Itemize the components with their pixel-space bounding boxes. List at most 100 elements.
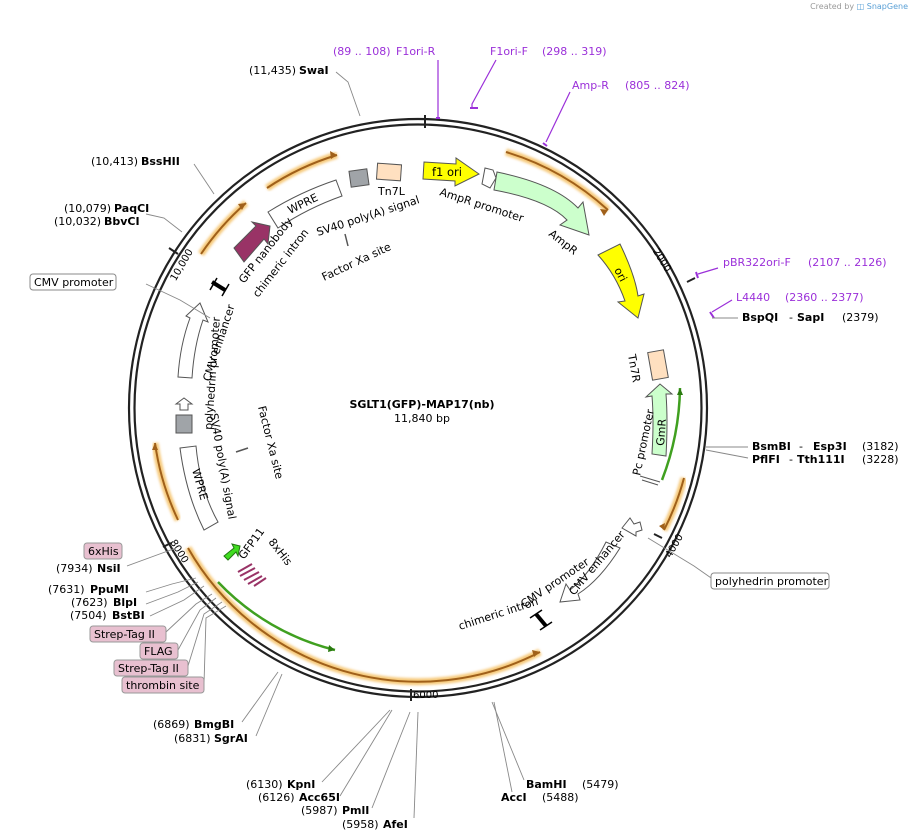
gmr-label: GmR <box>654 418 669 446</box>
his-tag-mark-2 <box>239 567 256 577</box>
tag-strep-1: Strep-Tag II <box>89 625 167 643</box>
leader-cmv-promoter <box>145 283 211 319</box>
primer-leader-pbr322ori-f <box>697 267 719 275</box>
his-tag-mark-5 <box>253 577 267 587</box>
tick-label-2000: 2000 <box>650 247 673 274</box>
cmv-enhancer-left-arrow <box>177 302 209 379</box>
site-swai-pos: (11,435) <box>249 64 296 77</box>
primer-arrows <box>436 107 715 319</box>
f1-ori-arrow <box>422 157 480 187</box>
orf-arrowhead-6 <box>532 650 540 657</box>
tag-thrombin-box <box>121 676 205 694</box>
primer-f1ori-f-name: F1ori-F <box>490 45 528 58</box>
plasmid-size: 11,840 bp <box>394 412 450 425</box>
site-paqci-pos: (10,079) <box>64 202 111 215</box>
tag-flag-label: FLAG <box>144 645 173 658</box>
primer-arrow-l4440 <box>709 311 715 319</box>
chimeric-intron-top-cap-1 <box>209 277 218 291</box>
tick-8000 <box>162 542 172 548</box>
leader-ppumi <box>145 577 197 593</box>
site-bsmbi-sep: - <box>799 440 803 453</box>
site-kpni-name: KpnI <box>287 778 315 791</box>
orf-arrowhead-green-1 <box>677 388 683 395</box>
tag-strep-1-label: Strep-Tag II <box>94 628 155 641</box>
site-bmgbi-name: BmgBI <box>194 718 234 731</box>
cmv-enhancer-right-arrow <box>559 541 621 603</box>
site-acci-name: AccI <box>501 791 527 804</box>
site-pflfi-pos: (3228) <box>862 453 899 466</box>
site-ppumi-pos: (7631) <box>48 583 85 596</box>
site-bbvci-pos: (10,032) <box>54 215 101 228</box>
leader-acc65i <box>339 709 393 797</box>
tn7r-box <box>647 349 669 381</box>
chimeric-intron-right-cap-2 <box>539 621 553 631</box>
site-bspqi-pos: (2379) <box>842 311 879 324</box>
chimeric-intron-top-cap-2 <box>221 283 230 297</box>
primer-l4440-name: L4440 <box>736 291 770 304</box>
gfp11-label: GFP11 <box>236 525 267 561</box>
site-bsshii-name: BssHII <box>141 155 180 168</box>
site-swai-name: SwaI <box>299 64 329 77</box>
site-blpi-pos: (7623) <box>71 596 108 609</box>
sv40-left-label: SV40 poly(A) signal <box>207 412 238 520</box>
boxed-cmv-promoter-label: CMV promoter <box>34 276 114 289</box>
primer-leader-amp-r <box>545 91 571 143</box>
wpre-top-box <box>267 179 343 229</box>
snapgene-logo-icon: ◫ <box>856 2 865 11</box>
site-nsii-pos: (7934) <box>56 562 93 575</box>
chimeric-intron-right-label: chimeric intron <box>457 595 540 633</box>
orf-arrowhead-1 <box>330 151 337 159</box>
leader-bsshii <box>193 163 215 195</box>
backbone-inner-ring <box>133 123 703 693</box>
his-tag-mark-3 <box>243 571 260 581</box>
leader-acci <box>493 701 513 793</box>
primer-pbr322ori-f-range: (2107 .. 2126) <box>808 256 887 269</box>
primer-l4440-range: (2360 .. 2377) <box>785 291 864 304</box>
site-pflfi-sep: - <box>789 453 793 466</box>
his-tag-mark-4 <box>247 575 263 585</box>
primer-leader-l4440 <box>711 299 733 313</box>
leader-bstbi <box>149 585 205 617</box>
primer-arrow-pbr322ori-f <box>695 271 699 279</box>
factor-xa-left-label: Factor Xa site <box>255 405 286 481</box>
orf-arcs <box>151 148 688 686</box>
backbone-outer-ring <box>127 117 709 699</box>
factor-xa-top-mark <box>344 233 349 247</box>
tag-thrombin: thrombin site <box>121 676 205 694</box>
sv40-top-box <box>348 168 370 188</box>
f1-ori-label: f1 ori <box>432 165 462 179</box>
boxed-polyhedrin-promoter-box <box>710 572 830 590</box>
site-bspqi-sep: - <box>789 311 793 324</box>
his-tag-mark-1 <box>237 563 253 573</box>
orf-arrowheads <box>152 151 683 657</box>
tag-flag: FLAG <box>139 642 179 660</box>
primer-f1ori-r-range: (89 .. 108) <box>333 45 391 58</box>
tick-4000 <box>653 533 663 539</box>
ampr-promoter-arrow <box>481 167 497 189</box>
primer-f1ori-r-name: F1ori-R <box>396 45 436 58</box>
leader-afei <box>413 711 419 819</box>
site-kpni-pos: (6130) <box>246 778 283 791</box>
ampr-arrow <box>493 171 590 236</box>
orf-arc-bottom-green <box>217 581 336 652</box>
site-afei-name: AfeI <box>383 818 408 831</box>
boxed-cmv-promoter: CMV promoter <box>29 273 117 291</box>
site-sgrai-pos: (6831) <box>174 732 211 745</box>
gfp11-arrow <box>223 543 241 561</box>
site-bmgbi-pos: (6869) <box>153 718 190 731</box>
site-bamhi-pos: (5479) <box>582 778 619 791</box>
primer-leaders <box>437 59 733 313</box>
tick-10000 <box>168 247 179 255</box>
orf-arrowhead-3 <box>600 209 608 216</box>
orf-arrowhead-5 <box>659 523 665 530</box>
tick-2000 <box>686 277 696 283</box>
orf-arrowhead-4 <box>152 443 158 450</box>
site-bstbi-pos: (7504) <box>70 609 107 622</box>
tag-6xhis-label: 6xHis <box>88 545 119 558</box>
site-bamhi-name: BamHI <box>526 778 567 791</box>
polyhedrin-left-arrow <box>174 397 194 411</box>
leader-thrombin <box>203 605 227 685</box>
leader-paqci-bbvci <box>145 213 183 233</box>
primer-amp-r-name: Amp-R <box>572 79 609 92</box>
